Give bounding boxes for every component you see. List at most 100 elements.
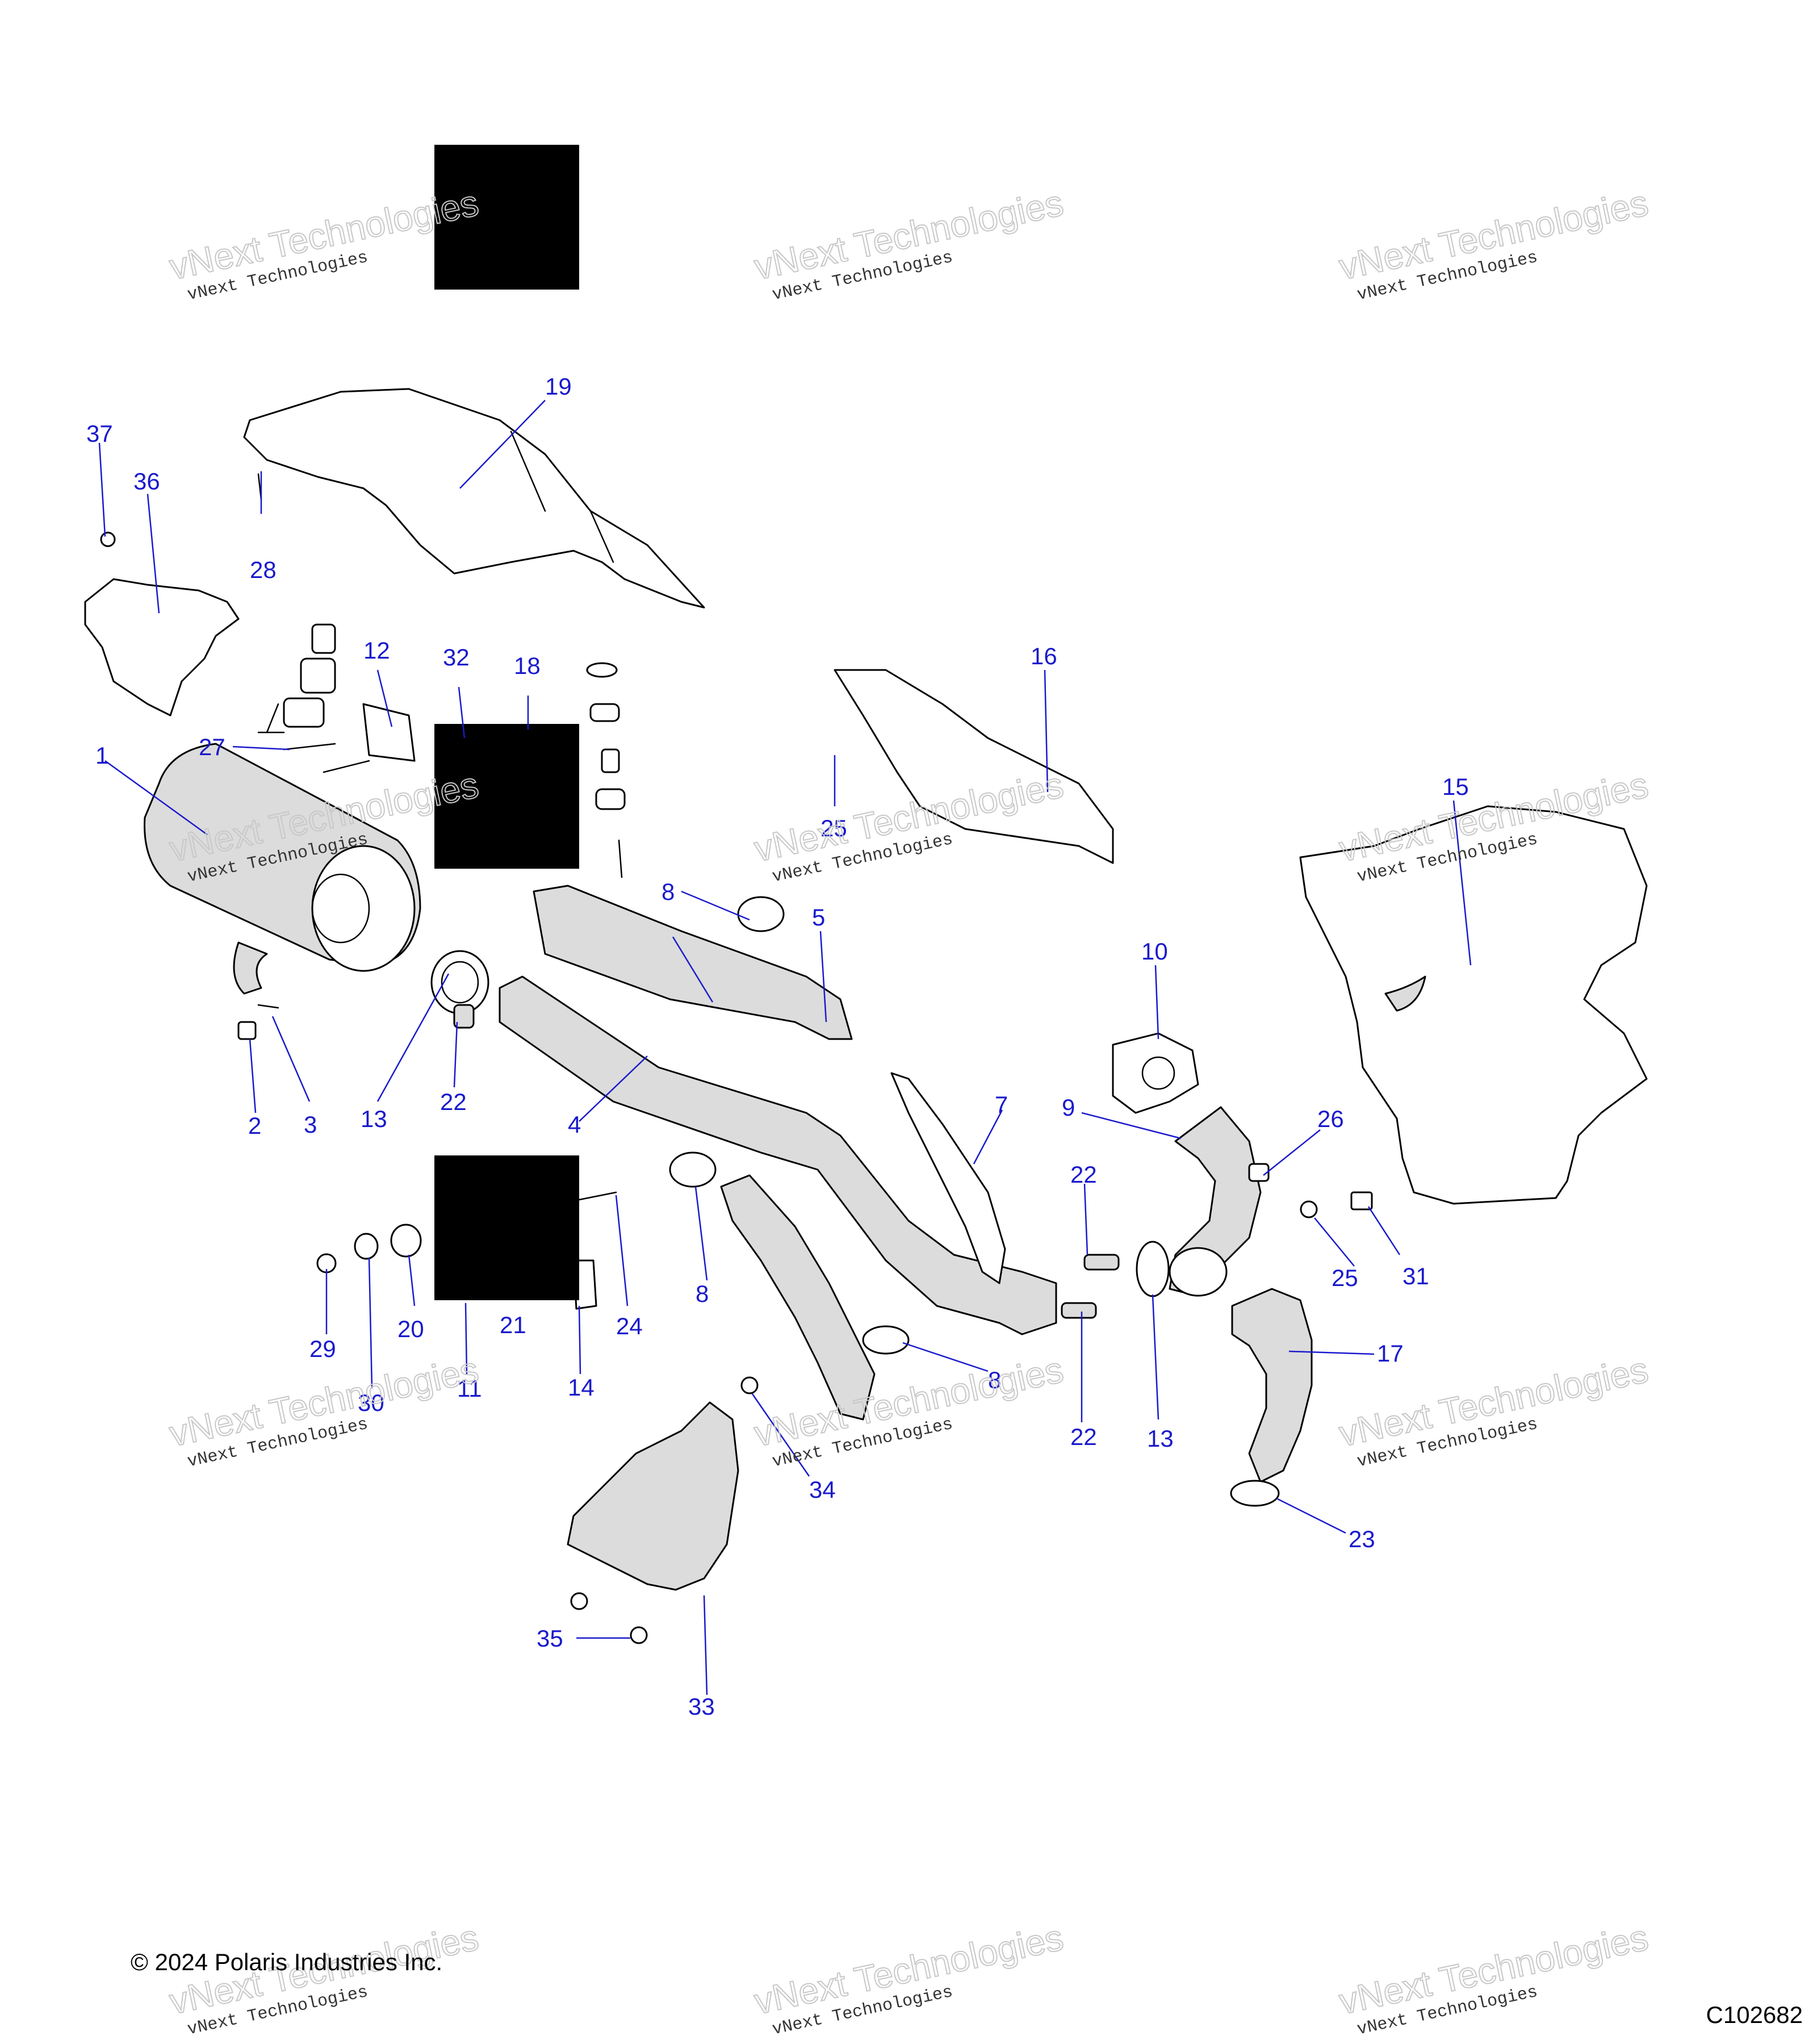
part-35-nut-a [570, 1592, 588, 1610]
part-8-clamp-a [737, 896, 785, 932]
part-25-nut [1300, 1200, 1318, 1218]
callout-9: 9 [1062, 1094, 1075, 1121]
redaction-block-lower [434, 1155, 579, 1300]
part-7-shield [890, 1072, 1006, 1284]
callout-19: 19 [545, 373, 572, 400]
watermark: vNext Technologies vNext Technologies [750, 1916, 1067, 2040]
watermark: vNext Technologies vNext Technologies [1335, 1916, 1652, 2040]
callout-8-a: 8 [662, 878, 675, 905]
part-grommet-b [300, 657, 336, 694]
part-isolator-c [595, 788, 626, 810]
part-washer-a [586, 662, 618, 678]
part-8-clamp-b [669, 1151, 717, 1188]
callout-10: 10 [1141, 938, 1168, 965]
part-35-nut-b [630, 1626, 648, 1644]
figure-code: C102682 [1706, 2001, 1803, 2028]
callout-numbers: 37 36 28 19 12 32 18 27 1 16 25 15 8 5 1… [86, 373, 1469, 1720]
part-8-clamp-c [862, 1325, 910, 1355]
redaction-block-middle [434, 724, 579, 869]
callout-12: 12 [363, 637, 390, 664]
part-grommet-a [311, 623, 336, 654]
copyright-notice: © 2024 Polaris Industries Inc. [131, 1949, 443, 1975]
callout-3: 3 [304, 1111, 317, 1138]
part-6-pipe [720, 1174, 876, 1421]
callout-4: 4 [568, 1111, 581, 1138]
callout-16: 16 [1031, 643, 1057, 669]
callout-15: 15 [1442, 773, 1469, 800]
part-isolator-b [601, 748, 620, 773]
part-36-bracket-shield [84, 578, 240, 717]
part-24-bolt [572, 1191, 617, 1202]
callout-31: 31 [1402, 1263, 1429, 1289]
callout-1: 1 [95, 742, 108, 769]
part-26-nut [1248, 1163, 1270, 1182]
callout-22-b: 22 [1070, 1161, 1097, 1188]
watermark: vNext Technologies vNext Technologies [1335, 182, 1652, 305]
callout-20: 20 [397, 1316, 424, 1342]
part-23-clamp [1230, 1480, 1280, 1507]
callout-14: 14 [568, 1374, 594, 1401]
callout-25-a: 25 [820, 815, 847, 841]
part-15-large-shield [1299, 805, 1648, 1205]
part-isolator-a [589, 703, 620, 722]
part-13-gasket-b [1136, 1241, 1170, 1297]
callout-21: 21 [500, 1312, 526, 1338]
callout-36: 36 [133, 468, 160, 495]
part-37-nut [100, 531, 116, 547]
part-20-washer [390, 1224, 422, 1258]
part-3-pin [257, 1004, 279, 1009]
callout-2: 2 [248, 1112, 261, 1139]
callout-5: 5 [812, 904, 825, 931]
callout-24: 24 [616, 1313, 643, 1339]
part-9-collar [1169, 1247, 1228, 1297]
callout-37: 37 [86, 420, 113, 447]
part-22-spring-c [1061, 1302, 1097, 1319]
callout-27: 27 [199, 734, 225, 760]
part-5-pipe [533, 885, 853, 1040]
callout-8-b: 8 [696, 1280, 709, 1307]
part-4-pipe [499, 975, 1057, 1335]
part-33-shield [567, 1401, 739, 1591]
callout-22-c: 22 [1070, 1423, 1097, 1450]
watermark: vNext Technologies vNext Technologies [165, 1916, 483, 2040]
callout-32: 32 [443, 644, 470, 671]
callout-26: 26 [1317, 1105, 1344, 1132]
callout-18: 18 [514, 652, 541, 679]
part-22-spring-b [1083, 1254, 1120, 1271]
callout-34: 34 [809, 1476, 836, 1503]
callout-13-b: 13 [1147, 1425, 1174, 1452]
watermark: vNext Technologies vNext Technologies [1335, 1348, 1652, 1472]
callout-33: 33 [688, 1693, 715, 1720]
part-10-gasket [1112, 1032, 1199, 1114]
callout-13-a: 13 [361, 1105, 387, 1132]
watermark: vNext Technologies vNext Technologies [750, 182, 1067, 305]
callout-17: 17 [1377, 1340, 1404, 1367]
watermark: vNext Technologies vNext Technologies [750, 1348, 1067, 1472]
callout-28: 28 [250, 556, 277, 583]
part-30-washer [354, 1233, 379, 1260]
leader-lines [98, 400, 1472, 1695]
part-bolt-a [257, 703, 285, 734]
part-2-clip [237, 1021, 257, 1040]
callout-30: 30 [358, 1389, 384, 1416]
watermark: vNext Technologies vNext Technologies [165, 1348, 483, 1472]
part-16-shield [834, 669, 1114, 864]
callout-11: 11 [457, 1375, 482, 1402]
part-31-clip [1350, 1191, 1373, 1211]
part-grommet-c [283, 697, 325, 728]
part-27-bolts [283, 743, 370, 773]
part-22-spring-a [453, 1004, 475, 1029]
callout-25-b: 25 [1332, 1264, 1358, 1291]
part-bolt-b [618, 839, 623, 878]
part-34-bolt [740, 1376, 759, 1394]
callout-29: 29 [309, 1335, 336, 1362]
callout-22-a: 22 [440, 1088, 467, 1115]
callout-7: 7 [995, 1091, 1008, 1118]
part-19-heat-shield [243, 388, 705, 609]
part-12-plate [362, 703, 416, 762]
callout-35: 35 [537, 1625, 563, 1652]
redaction-block-top [434, 145, 579, 290]
part-17-shield [1231, 1288, 1313, 1483]
callout-8-c: 8 [988, 1367, 1001, 1393]
